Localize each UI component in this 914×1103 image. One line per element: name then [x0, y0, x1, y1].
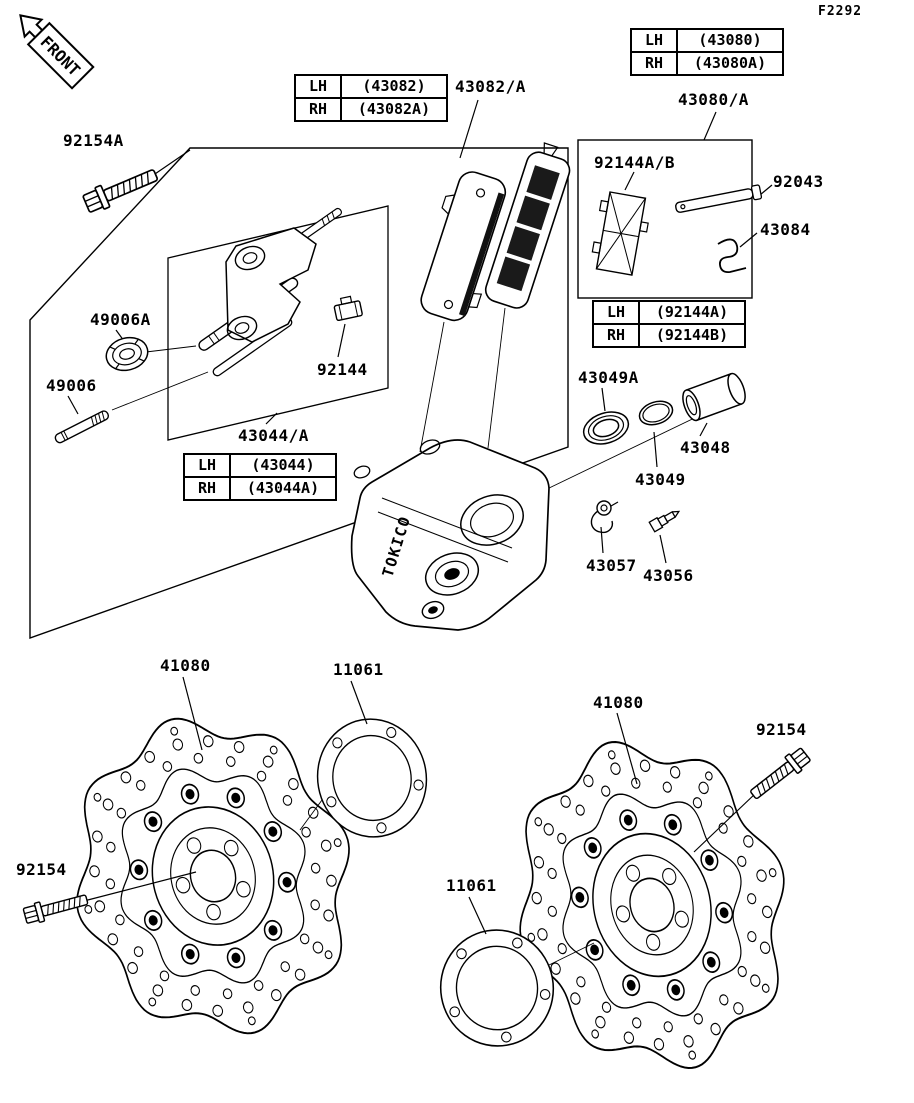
mount-bolt-right-drawing: [746, 745, 813, 805]
part-label-49006a: 49006A: [90, 310, 151, 329]
cotter-clip-43084-drawing: [717, 238, 747, 274]
table-cell-side: RH: [295, 98, 341, 121]
caliper-drawing: TOKICO: [350, 439, 550, 631]
part-label-43084: 43084: [760, 220, 811, 239]
table-cell-side: LH: [295, 75, 341, 98]
table-cell-part: (92144B): [639, 324, 745, 347]
gasket-top-drawing: [316, 718, 428, 838]
pad-pin-92043-drawing: [675, 184, 763, 213]
lh-rh-table-43044: LH (43044) RH (43044A): [183, 453, 337, 501]
table-cell-side: LH: [184, 454, 230, 477]
front-arrow: FRONT: [19, 14, 95, 90]
table-cell-part: (43044A): [230, 477, 336, 500]
table-cell-part: (43082): [341, 75, 447, 98]
part-label-11061-top: 11061: [333, 660, 384, 679]
table-cell-side: LH: [631, 29, 677, 52]
table-cell-side: LH: [593, 301, 639, 324]
part-label-43080a: 43080/A: [678, 90, 749, 109]
pad-clip-92144-drawing: [333, 295, 363, 322]
leader-lines-top: [67, 99, 773, 564]
boot-49006a-drawing: [105, 336, 149, 372]
part-label-92144ab: 92144A/B: [594, 153, 676, 172]
part-label-92144: 92144: [317, 360, 368, 379]
part-label-92154a: 92154A: [63, 131, 124, 150]
caliper-kit-box: [577, 139, 753, 299]
flange-bolt-92154a-drawing: [80, 163, 162, 216]
part-label-43044a: 43044/A: [238, 426, 309, 445]
figure-code: F2292: [818, 4, 863, 19]
table-cell-part: (43080A): [677, 52, 783, 75]
part-label-43056: 43056: [643, 566, 694, 585]
table-cell-side: RH: [593, 324, 639, 347]
brake-pads-drawing: [420, 142, 571, 322]
part-label-43057: 43057: [586, 556, 637, 575]
part-label-92154-left: 92154: [16, 860, 67, 879]
pad-spring-drawing: [591, 191, 649, 276]
part-label-43049a: 43049A: [578, 368, 639, 387]
brake-rotor-right-drawing: [519, 740, 785, 1070]
part-label-43049: 43049: [635, 470, 686, 489]
assembly-box: [29, 147, 569, 639]
hose-guide-43057-drawing: [590, 500, 619, 534]
gasket-bottom-drawing: [439, 929, 555, 1047]
dust-seal-43049a-drawing: [582, 411, 630, 445]
table-cell-part: (43044): [230, 454, 336, 477]
brake-rotor-left-drawing: [76, 717, 350, 1035]
part-label-41080-left: 41080: [160, 656, 211, 675]
slide-pin-49006-drawing: [54, 410, 110, 444]
table-cell-part: (43082A): [341, 98, 447, 121]
part-label-43082a: 43082/A: [455, 77, 526, 96]
part-label-49006: 49006: [46, 376, 97, 395]
table-cell-part: (43080): [677, 29, 783, 52]
part-label-11061-bottom: 11061: [446, 876, 497, 895]
lh-rh-table-43080: LH (43080) RH (43080A): [630, 28, 784, 76]
part-label-92043: 92043: [773, 172, 824, 191]
part-label-92154-right: 92154: [756, 720, 807, 739]
lh-rh-table-92144: LH (92144A) RH (92144B): [592, 300, 746, 348]
table-cell-part: (92144A): [639, 301, 745, 324]
lh-rh-table-43082: LH (43082) RH (43082A): [294, 74, 448, 122]
leader-lines-bottom: [79, 676, 758, 966]
table-cell-side: RH: [184, 477, 230, 500]
part-label-43048: 43048: [680, 438, 731, 457]
table-cell-side: RH: [631, 52, 677, 75]
piston-seal-43049-drawing: [638, 400, 674, 426]
caliper-bracket-drawing: [198, 207, 343, 377]
part-label-41080-right: 41080: [593, 693, 644, 712]
piston-43048-drawing: [682, 372, 746, 422]
bleed-valve-43056-drawing: [648, 510, 681, 533]
